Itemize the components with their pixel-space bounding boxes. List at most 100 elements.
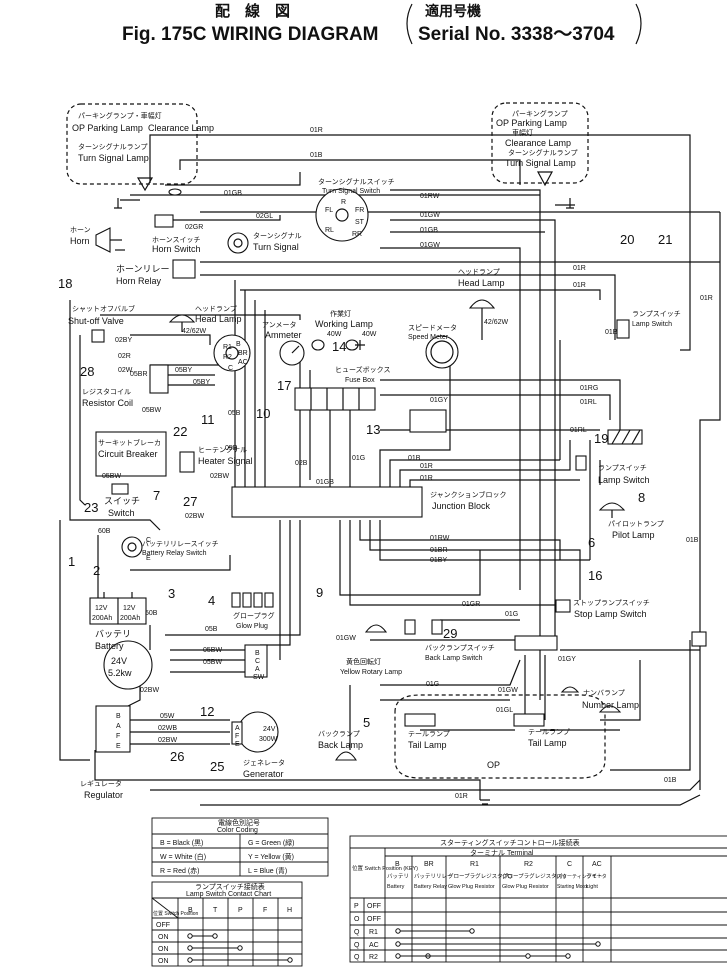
lamp-chart-row: ON [158,946,169,953]
callout-29: 29 [443,626,457,641]
wire-label: 05BY [175,367,192,374]
callout-5: 5 [363,715,370,730]
number-lamp-symbol [560,686,580,693]
tail-lamp-left-en: Tail Lamp [408,740,447,750]
wire-label: 01GW [336,635,356,642]
wire-label: 02GR [185,224,203,231]
lamp-switch-en: Lamp Switch [598,475,650,485]
head-lamp-left-en: Head Lamp [195,314,242,324]
rear-connectors [514,631,707,651]
callout-19: 19 [594,431,608,446]
clearance-lamp-right-jp: 車幅灯 [512,128,533,137]
clearance-lamp-right-en: Clearance Lamp [505,138,571,148]
callout-28: 28 [80,364,94,379]
battery-relay-en: Battery Relay Switch [142,550,207,557]
front-left-lamp-symbol [120,177,182,201]
op-rear-group [394,694,606,779]
fuse-box-en: Fuse Box [345,377,375,384]
starting-row-key: O [354,916,360,923]
starting-col-en: Battery Relay [414,884,447,890]
ammeter-jp: アンメータ [262,320,297,329]
generator-v: 24V [263,726,276,733]
wire-label: 01RL [570,427,587,434]
starting-motor-kw: 5.2kw [108,668,132,678]
title-jp: 配 線 図 [215,2,290,20]
wire-label: 02B [295,460,308,467]
stop-lamp-switch-jp: ストップランプスイッチ [573,599,650,607]
speed-meter-en: Speed Meter [408,334,449,341]
wire-label: 01B [605,329,618,336]
op-rear-label: OP [487,760,500,770]
wire-label: 01B [664,777,677,784]
terminal-mark: ST [355,219,365,226]
starting-col-code: B [395,861,400,868]
starting-row-pos: OFF [367,916,381,923]
horn-switch-jp: ホーンスイッチ [152,236,201,244]
wire-label: 01RW [420,193,440,200]
wire-label: 02BY [115,337,132,344]
ammeter-symbol [279,340,305,366]
wire-label: 05BR [130,371,148,378]
starting-motor-symbol [103,640,268,690]
switch-symbol [111,483,129,495]
turn-switch-jp: ターンシグナルスイッチ [318,177,395,186]
number-lamp-en: Number Lamp [582,700,639,710]
wire-label: 01R [700,295,713,302]
regulator-en: Regulator [84,790,123,800]
back-lamp-switch-en: Back Lamp Switch [425,655,483,662]
battery-2-ah: 200Ah [120,615,140,622]
terminal-mark: E [146,555,151,562]
starting-col-code: R2 [524,861,533,868]
starting-row-pos: OFF [367,903,381,910]
terminal-mark: R1 [223,344,232,351]
terminal-mark: FL [325,207,333,214]
pilot-lamp-en: Pilot Lamp [612,530,655,540]
terminal-mark: A [235,725,240,732]
head-lamp-right-symbol [468,299,496,340]
terminal-mark: B [236,341,241,348]
lamp-chart-title-en: Lamp Switch Contact Chart [186,891,271,898]
terminal-marks: FL R FR ST RL RR R1 R2 B BR AC C B C A S… [116,199,365,750]
starting-row-key: Q [354,954,360,961]
wire-label: 05BW [142,407,161,414]
resistor-coil-symbol [149,364,169,394]
starting-chart-terminal-label: ターミナル Terminal [470,848,534,857]
terminal-mark: A [116,723,121,730]
wire-label: 01GB [316,479,334,486]
wire-label: 05W [160,713,175,720]
junction-block-jp: ジャンクションブロック [430,490,506,499]
starting-row-pos: R2 [369,954,378,961]
title-serial: Serial No. 3338～3704 [418,24,615,45]
junction-block-en: Junction Block [432,501,491,511]
wire-label: 01GY [430,397,448,404]
starting-chart-title: スターティングスイッチコントロール接続表 [440,838,580,847]
stop-lamp-switch-symbol [555,599,571,613]
color-code-cell: G = Green (緑) [248,838,294,847]
head-lamp-right-jp: ヘッドランプ [458,268,500,276]
wire-harness [59,134,721,806]
color-code-cell: Y = Yellow (黄) [248,852,294,861]
working-lamp-symbol [311,339,359,351]
terminal-mark: FR [355,207,364,214]
wire-label: 01B [310,152,323,159]
wire-label: 05B [225,445,238,452]
terminal-mark: F [235,733,239,740]
color-coding-table [151,817,329,877]
callout-17: 17 [277,378,291,393]
horn-relay-symbol [172,259,196,279]
callout-numbers: 1 2 3 4 5 6 7 8 9 10 11 12 13 14 16 17 1… [58,232,672,774]
wire-label: 01G [352,455,365,462]
starting-col-en: Glow Plug Resistor [448,884,495,890]
front-right-lamp-symbol [536,171,575,206]
callout-26: 26 [170,749,184,764]
wire-label: 01GL [496,707,513,714]
shutoff-valve-jp: シャットオフバルブ [72,304,135,313]
circuit-breaker-jp: サーキットブレーカ [98,438,161,447]
lamp-chart-col: F [263,907,267,914]
component-labels: パーキングランプ・車幅灯 OP Parking Lamp Clearance L… [68,109,681,800]
terminal-mark: R2 [223,354,232,361]
lamp-chart-col: P [238,907,243,914]
color-code-cell: R = Red (赤) [160,867,199,875]
glow-plug-en: Glow Plug [236,623,268,630]
tail-lamp-left-jp: テールランプ [408,730,450,738]
